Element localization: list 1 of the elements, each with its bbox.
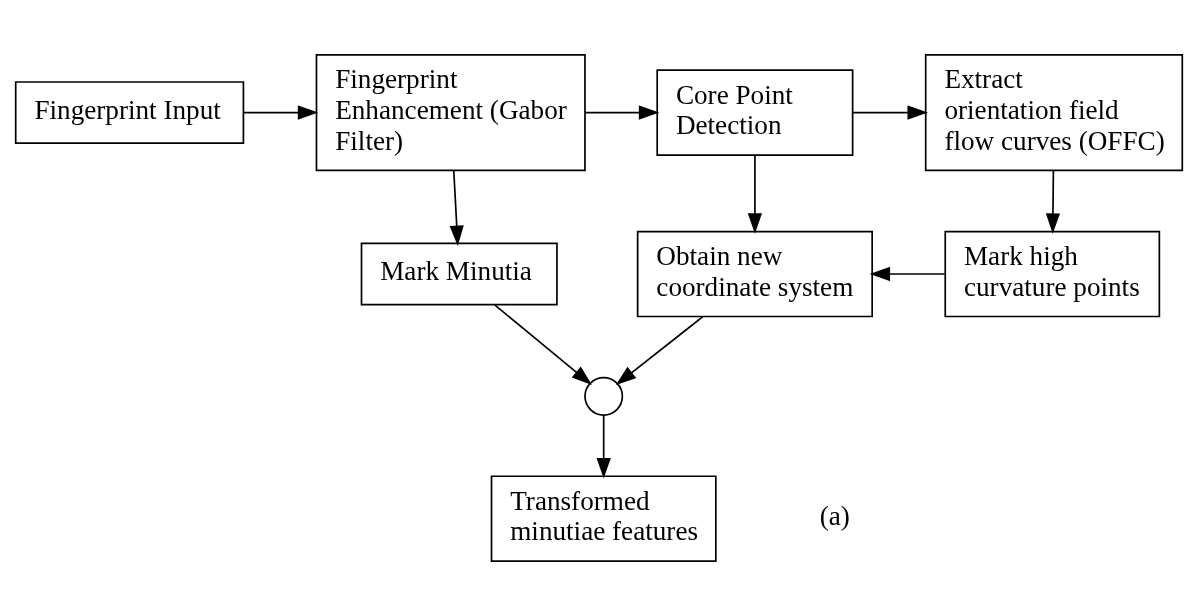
label: (a) xyxy=(819,500,850,531)
